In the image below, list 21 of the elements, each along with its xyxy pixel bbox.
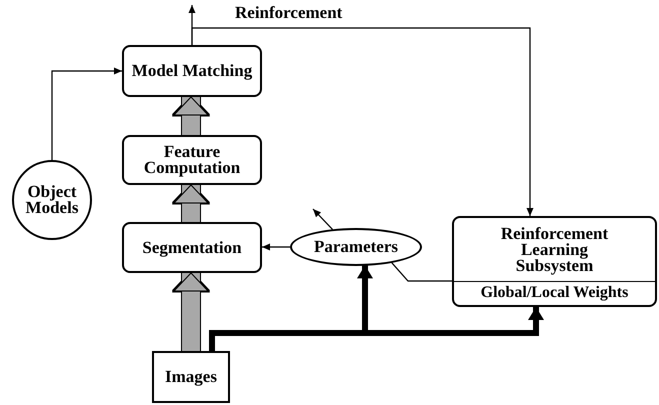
arrow — [51, 68, 122, 160]
block-arrow — [174, 184, 208, 222]
arrow — [312, 208, 333, 230]
block-arrow — [174, 272, 208, 351]
process-box — [122, 45, 262, 97]
node-text: Object Models — [24, 184, 80, 216]
process-box — [152, 351, 230, 403]
node-text: Reinforcement Learning Subsystem — [500, 226, 610, 274]
connector-line — [391, 262, 452, 282]
node-text: Feature Computation — [142, 144, 242, 176]
arrow — [191, 27, 534, 216]
process-box — [122, 222, 262, 273]
node-text: Images — [165, 369, 217, 385]
weights-band: Global/Local Weights — [454, 281, 655, 305]
process-box — [122, 135, 262, 185]
arrow — [262, 244, 290, 250]
block-arrow — [174, 96, 208, 135]
process-box — [452, 216, 657, 307]
node-text: Parameters — [314, 239, 398, 255]
node-text: Model Matching — [132, 63, 252, 79]
node-text: Segmentation — [142, 240, 242, 256]
